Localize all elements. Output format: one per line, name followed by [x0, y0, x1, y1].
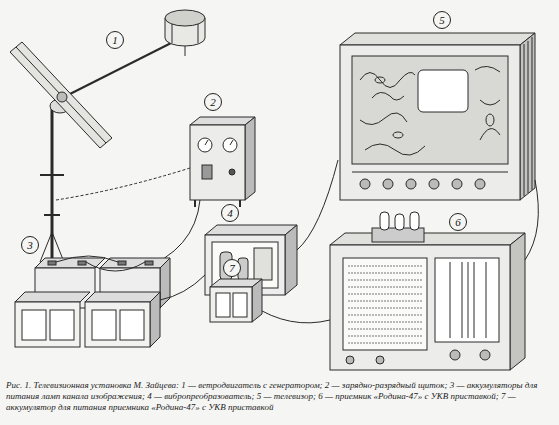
callout-number: 5 [439, 15, 445, 26]
callout-number: 4 [227, 208, 233, 219]
radio-battery [210, 279, 262, 322]
callout-circle: 1 [106, 31, 124, 49]
figure-caption: Рис. 1. Телевизионная установка М. Зайце… [6, 380, 552, 413]
callout-number: 1 [112, 35, 118, 46]
callout-circle: 2 [204, 93, 222, 111]
radio-receiver [252, 180, 538, 370]
wind-turbine [10, 10, 205, 262]
television [340, 33, 535, 200]
callout-circle: 6 [449, 213, 467, 231]
vibroconverter [205, 160, 338, 295]
callout-circle: 7 [223, 259, 241, 277]
callout-number: 7 [229, 263, 235, 274]
battery-bank [15, 256, 205, 347]
callout-circle: 3 [21, 236, 39, 254]
callout-circle: 4 [221, 204, 239, 222]
callout-number: 6 [455, 217, 461, 228]
callout-number: 2 [210, 97, 216, 108]
callout-number: 3 [27, 240, 33, 251]
callout-circle: 5 [433, 11, 451, 29]
